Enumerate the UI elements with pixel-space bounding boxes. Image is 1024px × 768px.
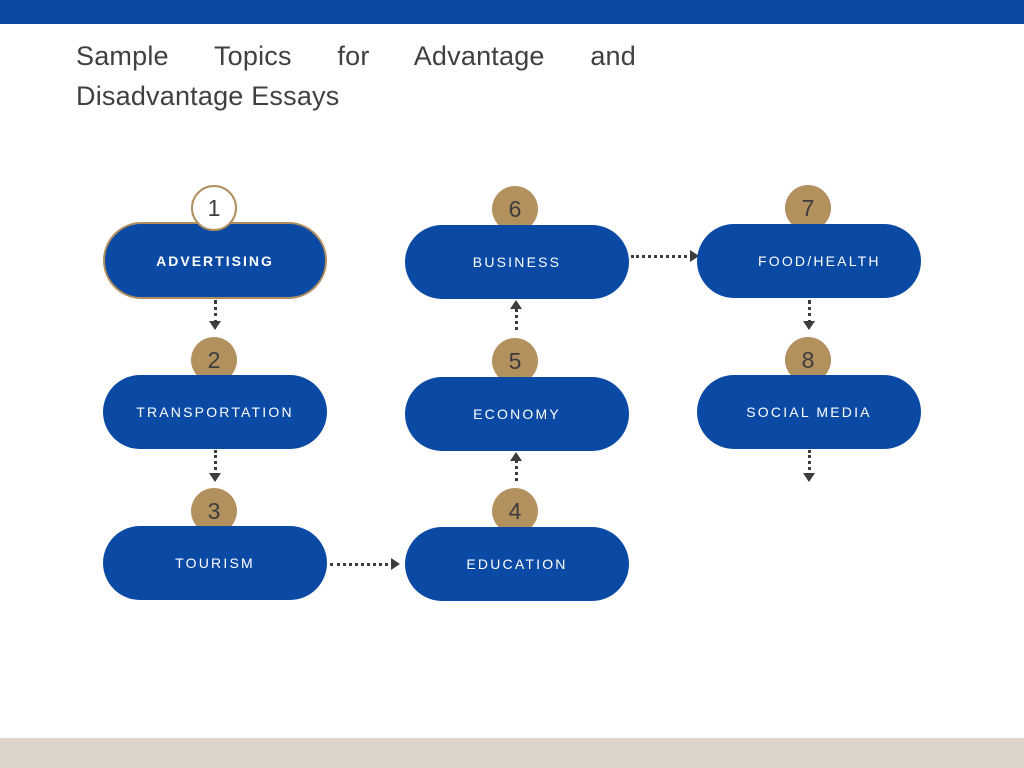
node-badge-5-number: 5 (508, 347, 522, 374)
node-advertising-label: ADVERTISING (156, 252, 274, 269)
connector-foodhealth-socialmedia (808, 300, 811, 324)
arrowhead-advertising-transportation (209, 321, 221, 330)
node-badge-8-number: 8 (801, 346, 815, 373)
arrowhead-foodhealth-socialmedia (803, 321, 815, 330)
node-badge-7: 7 (785, 185, 831, 231)
top-accent-band (0, 0, 1024, 24)
node-badge-2-number: 2 (207, 346, 221, 373)
node-transportation[interactable]: TRANSPORTATION (103, 375, 327, 449)
node-badge-4: 4 (492, 488, 538, 534)
node-social-media-label: SOCIAL MEDIA (746, 404, 872, 420)
page-title-line-1: Sample Topics for Advantage and (76, 41, 636, 71)
node-transportation-label: TRANSPORTATION (136, 404, 294, 420)
node-badge-6: 6 (492, 186, 538, 232)
node-food-health[interactable]: FOOD/HEALTH (697, 224, 921, 298)
node-badge-4-number: 4 (508, 497, 522, 524)
node-food-health-label: FOOD/HEALTH (758, 253, 881, 269)
arrowhead-education-economy (510, 452, 522, 461)
node-social-media[interactable]: SOCIAL MEDIA (697, 375, 921, 449)
node-tourism[interactable]: TOURISM (103, 526, 327, 600)
connector-socialmedia-end (808, 450, 811, 476)
node-badge-7-number: 7 (801, 194, 815, 221)
arrowhead-tourism-education (391, 558, 400, 570)
bottom-accent-band (0, 738, 1024, 768)
node-tourism-label: TOURISM (175, 555, 255, 571)
connector-business-foodhealth (631, 255, 693, 258)
node-business-label: BUSINESS (472, 254, 562, 270)
connector-economy-business (515, 303, 518, 330)
connector-transportation-tourism (214, 450, 217, 476)
arrowhead-socialmedia-end (803, 473, 815, 482)
arrowhead-economy-business (510, 300, 522, 309)
node-badge-1-number: 1 (207, 194, 221, 221)
node-badge-5: 5 (492, 338, 538, 384)
node-advertising[interactable]: ADVERTISING (103, 222, 327, 299)
connector-advertising-transportation (214, 300, 217, 324)
node-economy[interactable]: ECONOMY (405, 377, 629, 451)
node-education-label: EDUCATION (466, 556, 568, 572)
connector-tourism-education (330, 563, 394, 566)
page-title-line-2: Disadvantage Essays (76, 81, 340, 111)
node-education[interactable]: EDUCATION (405, 527, 629, 601)
connector-education-economy (515, 455, 518, 481)
node-business[interactable]: BUSINESS (405, 225, 629, 299)
page-title: Sample Topics for Advantage and Disadvan… (76, 36, 636, 116)
node-badge-1: 1 (191, 185, 237, 231)
node-badge-3-number: 3 (207, 497, 221, 524)
arrowhead-transportation-tourism (209, 473, 221, 482)
node-economy-label: ECONOMY (473, 406, 561, 422)
arrowhead-business-foodhealth (690, 250, 699, 262)
node-badge-6-number: 6 (508, 195, 522, 222)
